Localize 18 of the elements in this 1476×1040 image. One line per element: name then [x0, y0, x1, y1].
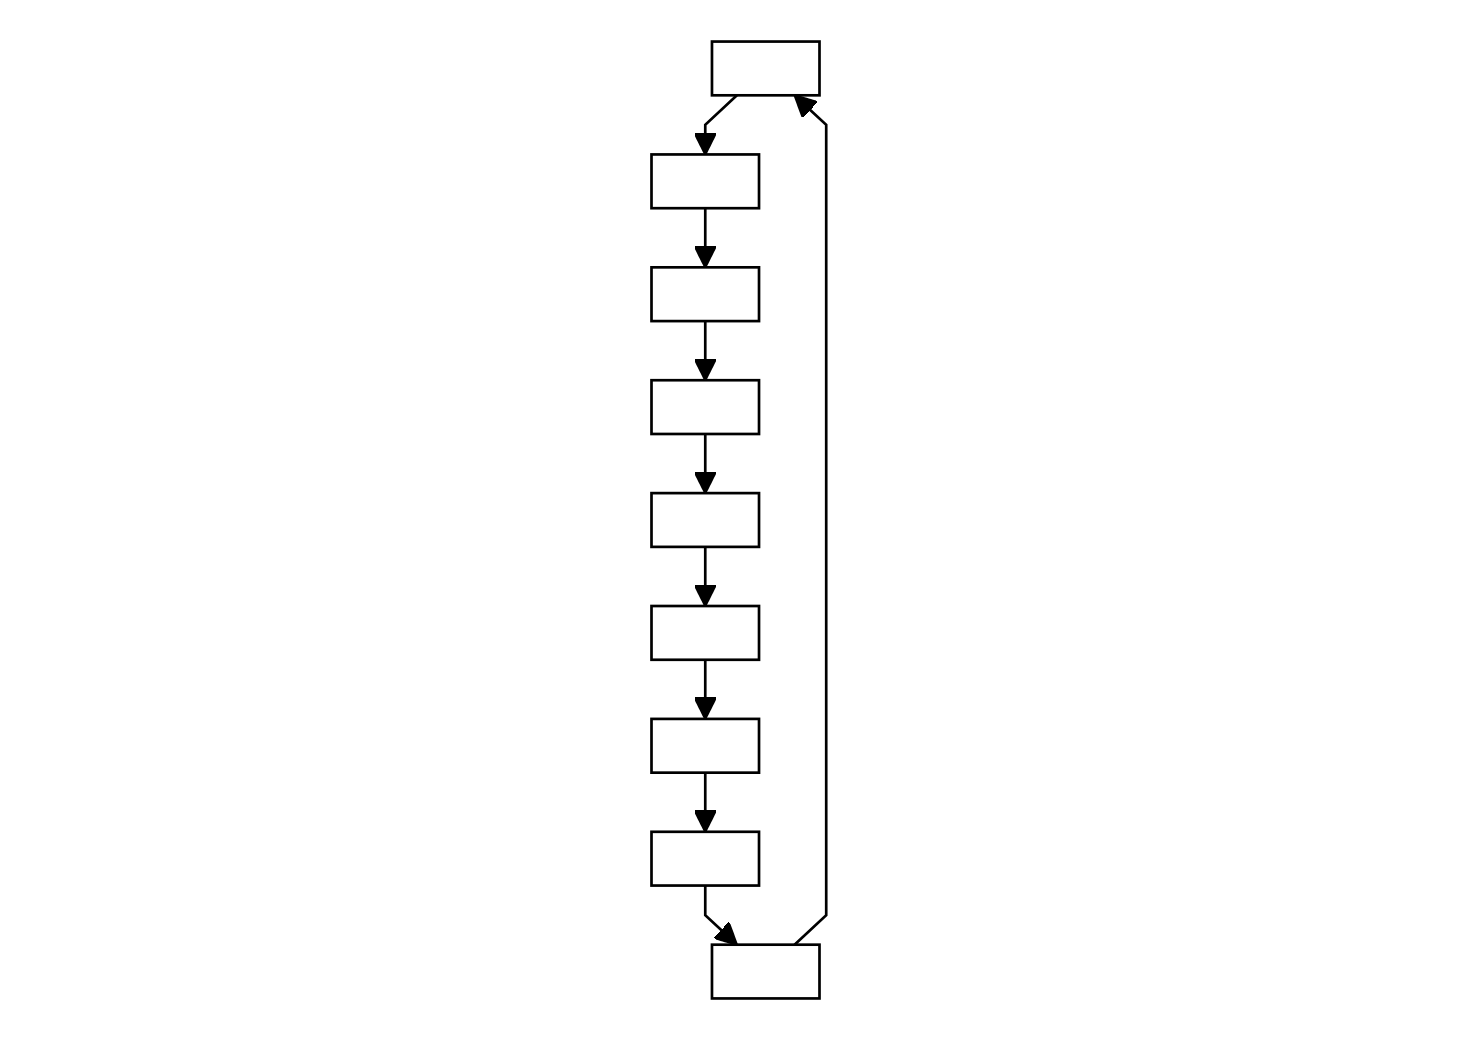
arrow [703, 885, 738, 946]
process-box [649, 378, 760, 436]
process-box [649, 266, 760, 323]
arrow [692, 659, 717, 720]
process-box [649, 491, 760, 549]
process-box [709, 943, 820, 1000]
arrow [692, 321, 717, 382]
process-box [649, 717, 760, 774]
arrow [692, 94, 737, 156]
arrow [792, 94, 827, 946]
arrow [692, 434, 717, 495]
arrow [692, 546, 717, 608]
process-box [649, 830, 760, 887]
arrow [692, 208, 717, 269]
process-box [709, 40, 820, 97]
process-box [649, 604, 760, 662]
process-box [649, 153, 760, 210]
arrow [692, 772, 717, 833]
